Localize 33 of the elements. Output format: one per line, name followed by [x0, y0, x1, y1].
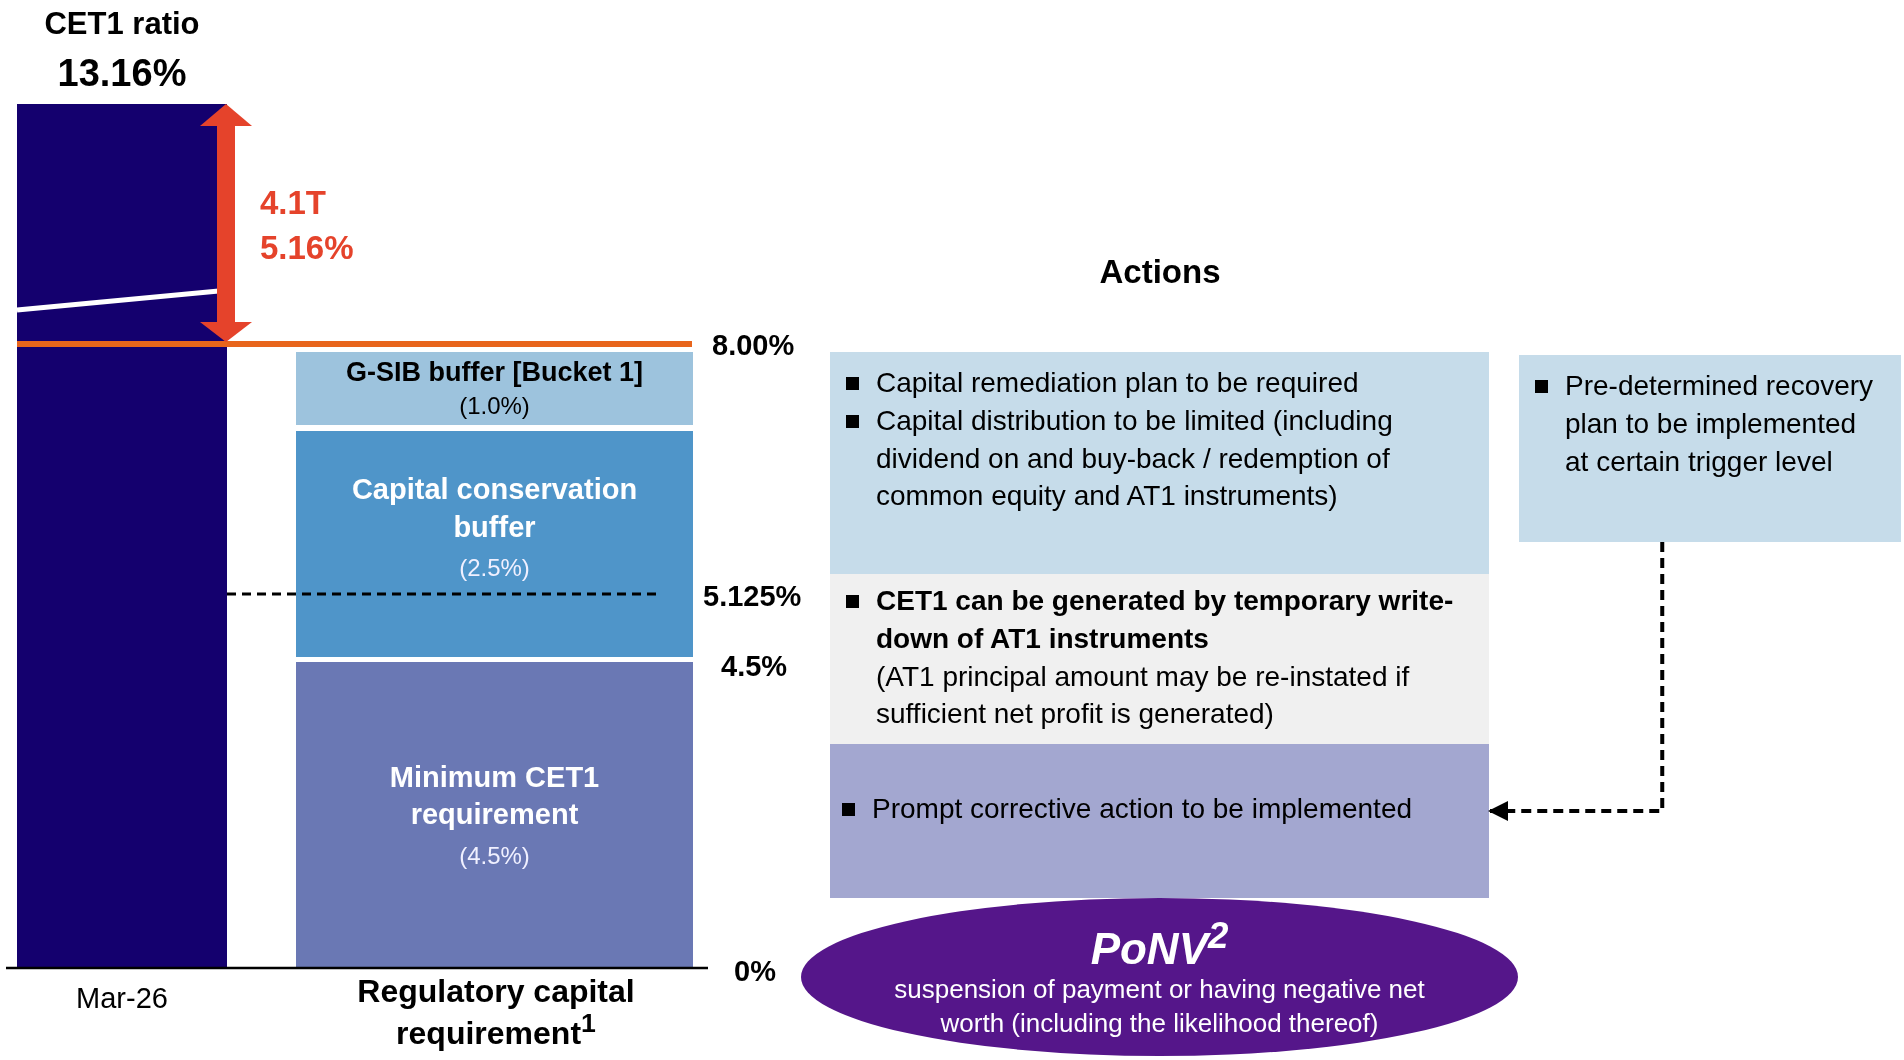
segment-value: (4.5%) [459, 841, 530, 872]
bullet-text: (AT1 principal amount may be re-instated if sufficient net profit is generated) [876, 659, 1411, 732]
plan-box [1519, 355, 1901, 542]
bullet-text: Pre-determined recovery plan to be implemented at certain trigger level [1565, 369, 1875, 479]
segment-value: (1.0%) [459, 391, 530, 422]
bullet-text: Capital remediation plan to be required [876, 366, 1360, 400]
axis-category: Mar-26 [75, 982, 169, 1015]
segment-title: Minimum CET1 requirement [388, 759, 601, 833]
axis-tick-label: 5.125% [703, 580, 802, 613]
action-box [830, 574, 1489, 744]
axis-tick-label: 4.5% [721, 650, 788, 683]
segment-title: Capital conservation buffer [350, 472, 639, 545]
column-heading: Actions [1098, 253, 1222, 291]
segment-title: G-SIB buffer [Bucket 1] [345, 356, 644, 390]
value-label: 5.16% [260, 229, 354, 267]
bar-value: 13.16% [56, 52, 188, 95]
buffer-segment [296, 352, 693, 425]
value-label: 4.1T [260, 184, 327, 222]
axis-category: Regulatory capital requirement$^{1}$ [356, 974, 636, 1052]
ellipse-title: PoNV$^{2}$ [1090, 916, 1229, 974]
axis-tick-label: 8.00% [712, 329, 795, 362]
bullet-text: Capital distribution to be limited (including dividend on and buy-back / redemption of common equity and AT1 instruments) [876, 403, 1394, 514]
segment-value: (2.5%) [459, 553, 530, 584]
ellipse-text: suspension of payment or having negative net worth (including the likelihood thereof) [893, 973, 1426, 1040]
action-panel [830, 352, 1489, 574]
requirement-segment [296, 662, 693, 968]
action-panel [830, 744, 1489, 898]
bullet-text: Prompt corrective action to be implemented [872, 792, 1414, 826]
buffer-segment [296, 431, 693, 657]
bullet-text: CET1 can be generated by temporary write-down of AT1 instruments [876, 584, 1455, 656]
axis-tick-label: 0% [734, 955, 776, 988]
bar-heading: CET1 ratio [43, 6, 201, 42]
arrow [1488, 542, 1665, 821]
